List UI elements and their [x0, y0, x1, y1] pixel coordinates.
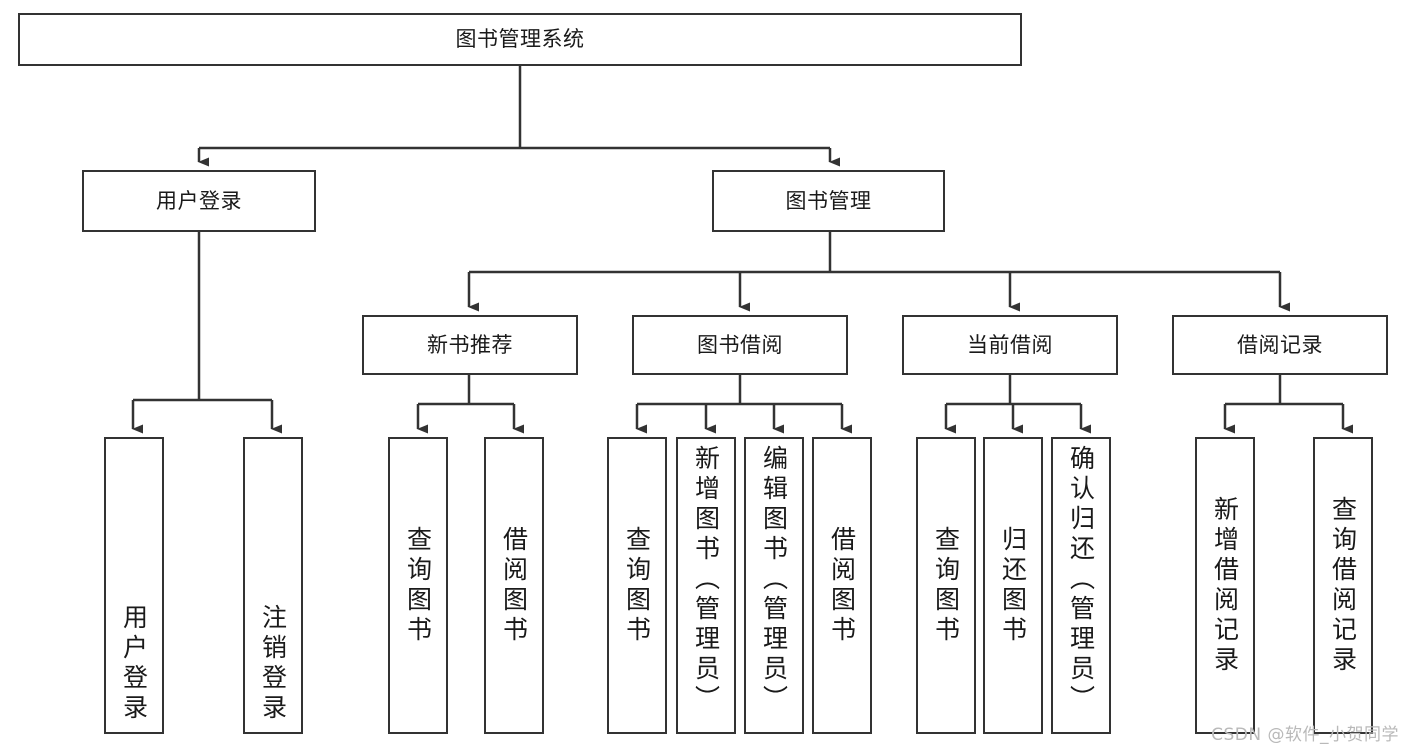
node-leaf-query-book-borrow[interactable]: 查询图书 [607, 437, 667, 734]
node-label: 查询图书 [622, 525, 652, 646]
node-leaf-borrow-book-rec[interactable]: 借阅图书 [484, 437, 544, 734]
node-leaf-confirm-return[interactable]: 确认归还（管理员） [1051, 437, 1111, 734]
node-label: 确认归还（管理员） [1066, 445, 1096, 715]
node-label: 用户登录 [156, 188, 242, 213]
node-label: 查询图书 [403, 525, 433, 646]
node-leaf-return-book[interactable]: 归还图书 [983, 437, 1043, 734]
node-label: 新增图书（管理员） [691, 445, 721, 715]
node-label: 借阅图书 [499, 525, 529, 646]
node-leaf-add-borrow-record[interactable]: 新增借阅记录 [1195, 437, 1255, 734]
node-leaf-user-login[interactable]: 用户登录 [104, 437, 164, 734]
node-label: 用户登录 [119, 604, 149, 724]
node-label: 当前借阅 [967, 332, 1053, 357]
node-leaf-edit-book[interactable]: 编辑图书（管理员） [744, 437, 804, 734]
node-root-system[interactable]: 图书管理系统 [18, 13, 1022, 66]
node-book-borrow[interactable]: 图书借阅 [632, 315, 848, 375]
watermark-text: CSDN @软件_小贺同学 [1211, 725, 1399, 745]
node-leaf-query-book-current[interactable]: 查询图书 [916, 437, 976, 734]
node-borrow-record[interactable]: 借阅记录 [1172, 315, 1388, 375]
node-leaf-query-borrow-record[interactable]: 查询借阅记录 [1313, 437, 1373, 734]
node-label: 新增借阅记录 [1210, 495, 1240, 676]
node-label: 编辑图书（管理员） [759, 445, 789, 715]
node-label: 新书推荐 [427, 332, 513, 357]
node-user-login[interactable]: 用户登录 [82, 170, 316, 232]
node-leaf-borrow-book[interactable]: 借阅图书 [812, 437, 872, 734]
node-label: 借阅记录 [1237, 332, 1323, 357]
node-label: 图书管理系统 [455, 27, 585, 52]
node-label: 注销登录 [258, 604, 288, 724]
node-new-book-recommend[interactable]: 新书推荐 [362, 315, 578, 375]
node-label: 图书管理 [785, 188, 872, 213]
node-leaf-query-book-rec[interactable]: 查询图书 [388, 437, 448, 734]
node-label: 查询借阅记录 [1328, 495, 1358, 676]
node-label: 借阅图书 [827, 525, 857, 646]
node-label: 归还图书 [998, 525, 1028, 646]
node-label: 图书借阅 [697, 332, 783, 357]
node-label: 查询图书 [931, 525, 961, 646]
node-current-borrow[interactable]: 当前借阅 [902, 315, 1118, 375]
node-book-management[interactable]: 图书管理 [712, 170, 945, 232]
node-leaf-logout[interactable]: 注销登录 [243, 437, 303, 734]
node-leaf-add-book[interactable]: 新增图书（管理员） [676, 437, 736, 734]
